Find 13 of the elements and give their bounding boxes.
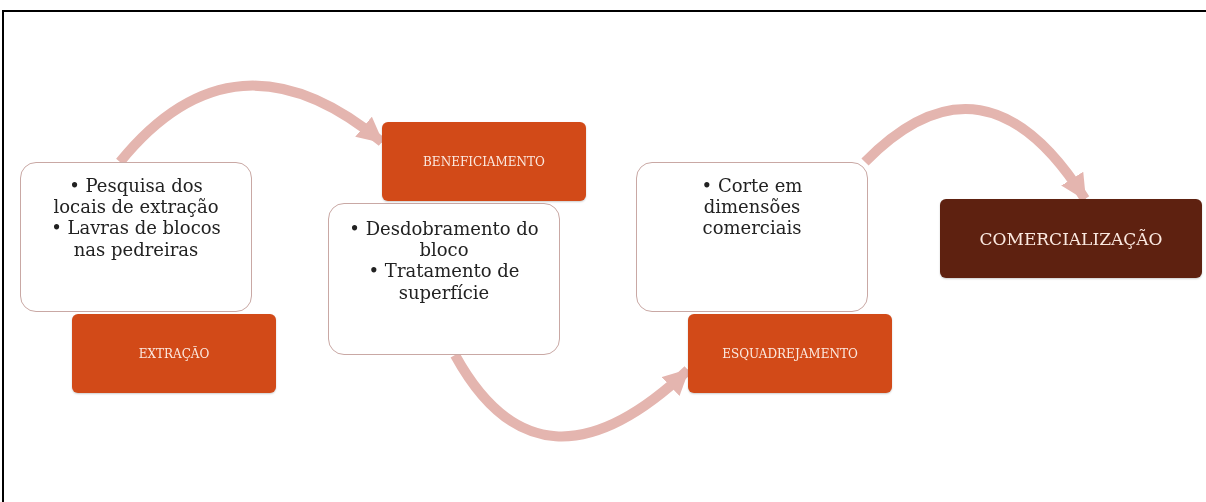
stage-tab: COMERCIALIZAÇÃO [940, 199, 1202, 278]
stage-tab: ESQUADREJAMENTO [688, 314, 892, 393]
step-card [328, 203, 560, 355]
step-card [636, 162, 868, 312]
bullet-text: • Tratamento de superfície [367, 260, 521, 303]
bullet-text: • Desdobramento do bloco [349, 218, 539, 261]
bullet-text: • Corte em dimensões comerciais [700, 175, 804, 239]
bullet-text: • Pesquisa dos locais de extração [52, 175, 220, 218]
step-card [20, 162, 252, 312]
curved-arrow [861, 104, 1090, 202]
bullet-text: • Lavras de blocos nas pedreiras [50, 217, 222, 260]
stage-tab: EXTRAÇÃO [72, 314, 276, 393]
stage-tab: BENEFICIAMENTO [382, 122, 586, 201]
